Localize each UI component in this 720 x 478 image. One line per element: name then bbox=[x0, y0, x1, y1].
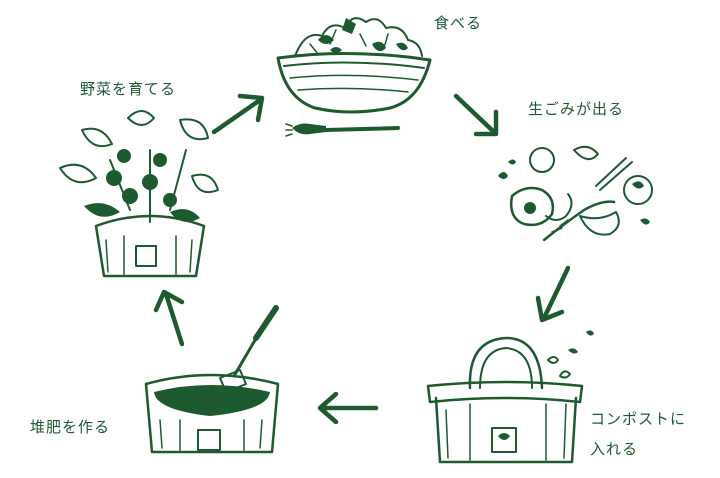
step-label-grow: 野菜を育てる bbox=[80, 80, 177, 98]
arrow-compost-to-fertilizer bbox=[317, 391, 379, 425]
step-label-waste: 生ごみが出る bbox=[528, 100, 625, 118]
salad-bowl-icon bbox=[276, 17, 432, 114]
arrow-grow-to-eat bbox=[211, 93, 265, 135]
arrow-eat-to-waste bbox=[453, 93, 499, 137]
fork-icon bbox=[285, 123, 400, 137]
compost-bag-icon bbox=[426, 330, 594, 464]
step-label-compost-line1: コンポストに bbox=[590, 410, 687, 428]
compost-pot-icon bbox=[144, 305, 280, 454]
step-label-compost-line2: 入れる bbox=[590, 440, 639, 458]
vegetable-scraps-icon bbox=[498, 145, 653, 242]
step-label-eat: 食べる bbox=[434, 14, 483, 32]
arrow-fertilizer-to-grow bbox=[153, 289, 185, 347]
vegetable-plant-icon bbox=[59, 110, 219, 278]
step-label-fertilizer: 堆肥を作る bbox=[30, 418, 111, 436]
arrow-waste-to-compost bbox=[535, 265, 571, 323]
